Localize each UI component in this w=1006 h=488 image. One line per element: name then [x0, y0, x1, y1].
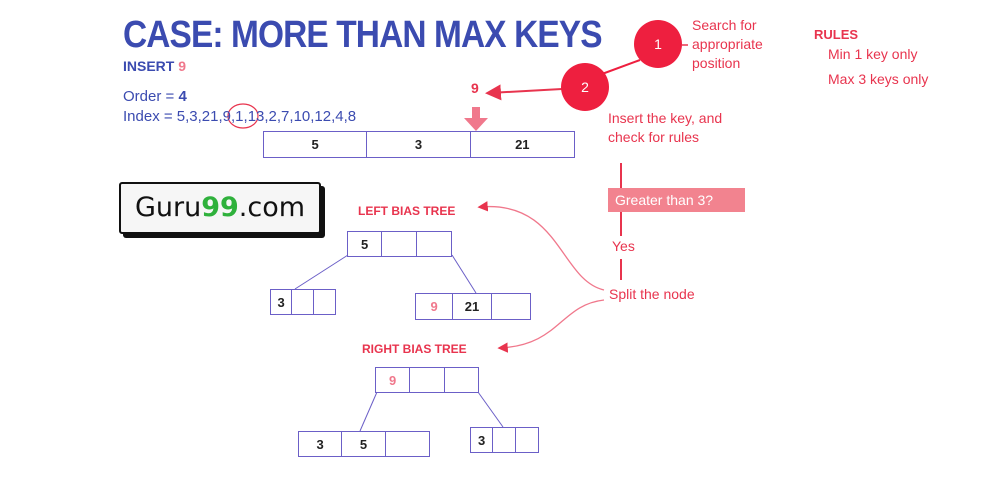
current-node: 5 3 21 — [263, 131, 575, 158]
index-suffix: ,1,13,2,7,10,12,4,8 — [231, 108, 357, 125]
right-tree-left-child: 3 5 — [298, 431, 430, 457]
step-connector-line — [601, 59, 641, 75]
right-rchild-key-1: 3 — [471, 428, 494, 452]
current-node-key-1: 5 — [264, 132, 368, 157]
left-tree-title: LEFT BIAS TREE — [358, 204, 456, 218]
down-arrow-shaft — [472, 107, 480, 119]
right-lchild-key-1: 3 — [299, 432, 343, 456]
left-root-key-2 — [382, 232, 417, 256]
right-root-key-3 — [445, 368, 478, 392]
down-arrow-head — [464, 118, 488, 131]
left-tree-curve — [477, 201, 605, 291]
right-tree-right-child: 3 — [470, 427, 539, 453]
left-tree-root: 5 — [347, 231, 452, 257]
left-root-key-3 — [417, 232, 451, 256]
left-tree-left-child: 3 — [270, 289, 336, 315]
insert-text: INSERT — [123, 58, 175, 74]
right-lchild-key-3 — [386, 432, 429, 456]
rule-min: Min 1 key only — [828, 46, 918, 62]
right-tree-edge-left — [359, 391, 378, 432]
order-line: Order = 4 — [123, 88, 187, 105]
right-tree-root: 9 — [375, 367, 479, 393]
left-root-key-1: 5 — [348, 232, 383, 256]
index-line: Index = 5,3,21,9,1,13,2,7,10,12,4,8 — [123, 108, 356, 125]
order-label: Order = — [123, 88, 179, 105]
new-key-label: 9 — [471, 80, 479, 96]
index-highlight-circle — [227, 103, 259, 129]
step-1-text: Search for appropriate position — [692, 17, 763, 71]
right-tree-curve — [497, 299, 605, 353]
left-lchild-key-1: 3 — [271, 290, 293, 314]
step-2-circle: 2 — [561, 63, 609, 111]
right-lchild-key-2: 5 — [342, 432, 386, 456]
order-value: 4 — [178, 88, 187, 105]
guru99-logo: Guru99.com — [119, 182, 321, 234]
rule-max: Max 3 keys only — [828, 71, 929, 87]
left-rchild-key-3 — [492, 294, 530, 319]
step-1-circle: 1 — [634, 20, 682, 68]
left-tree-edge-left — [294, 254, 349, 290]
step-2-text: Insert the key, and check for rules — [608, 110, 723, 145]
right-tree-edge-right — [477, 391, 504, 428]
flow-answer: Yes — [612, 238, 635, 254]
left-rchild-key-1: 9 — [416, 294, 454, 319]
left-lchild-key-3 — [314, 290, 335, 314]
page-title: CASE: MORE THAN MAX KEYS — [123, 14, 603, 56]
greater-than-question: Greater than 3? — [608, 188, 745, 212]
logo-number: 99 — [201, 192, 239, 223]
index-prefix: Index = 5,3,21, — [123, 108, 223, 125]
right-root-key-2 — [410, 368, 445, 392]
left-tree-edge-right — [451, 254, 477, 294]
current-node-key-3: 21 — [515, 137, 530, 152]
right-rchild-key-2 — [493, 428, 516, 452]
insert-value: 9 — [178, 58, 187, 74]
index-highlight: 9 — [222, 108, 232, 125]
right-tree-title: RIGHT BIAS TREE — [362, 342, 467, 356]
left-tree-right-child: 9 21 — [415, 293, 531, 320]
logo-brand: Guru — [134, 192, 202, 223]
right-rchild-key-3 — [516, 428, 538, 452]
flow-action: Split the node — [609, 286, 695, 302]
logo-suffix: .com — [238, 192, 306, 223]
insert-arrow — [485, 84, 563, 101]
left-rchild-key-2: 21 — [453, 294, 492, 319]
insert-label: INSERT 9 — [123, 58, 186, 74]
left-lchild-key-2 — [292, 290, 314, 314]
right-root-key-1: 9 — [376, 368, 411, 392]
current-node-key-2: 3 — [367, 132, 471, 157]
rules-heading: RULES — [814, 27, 859, 42]
